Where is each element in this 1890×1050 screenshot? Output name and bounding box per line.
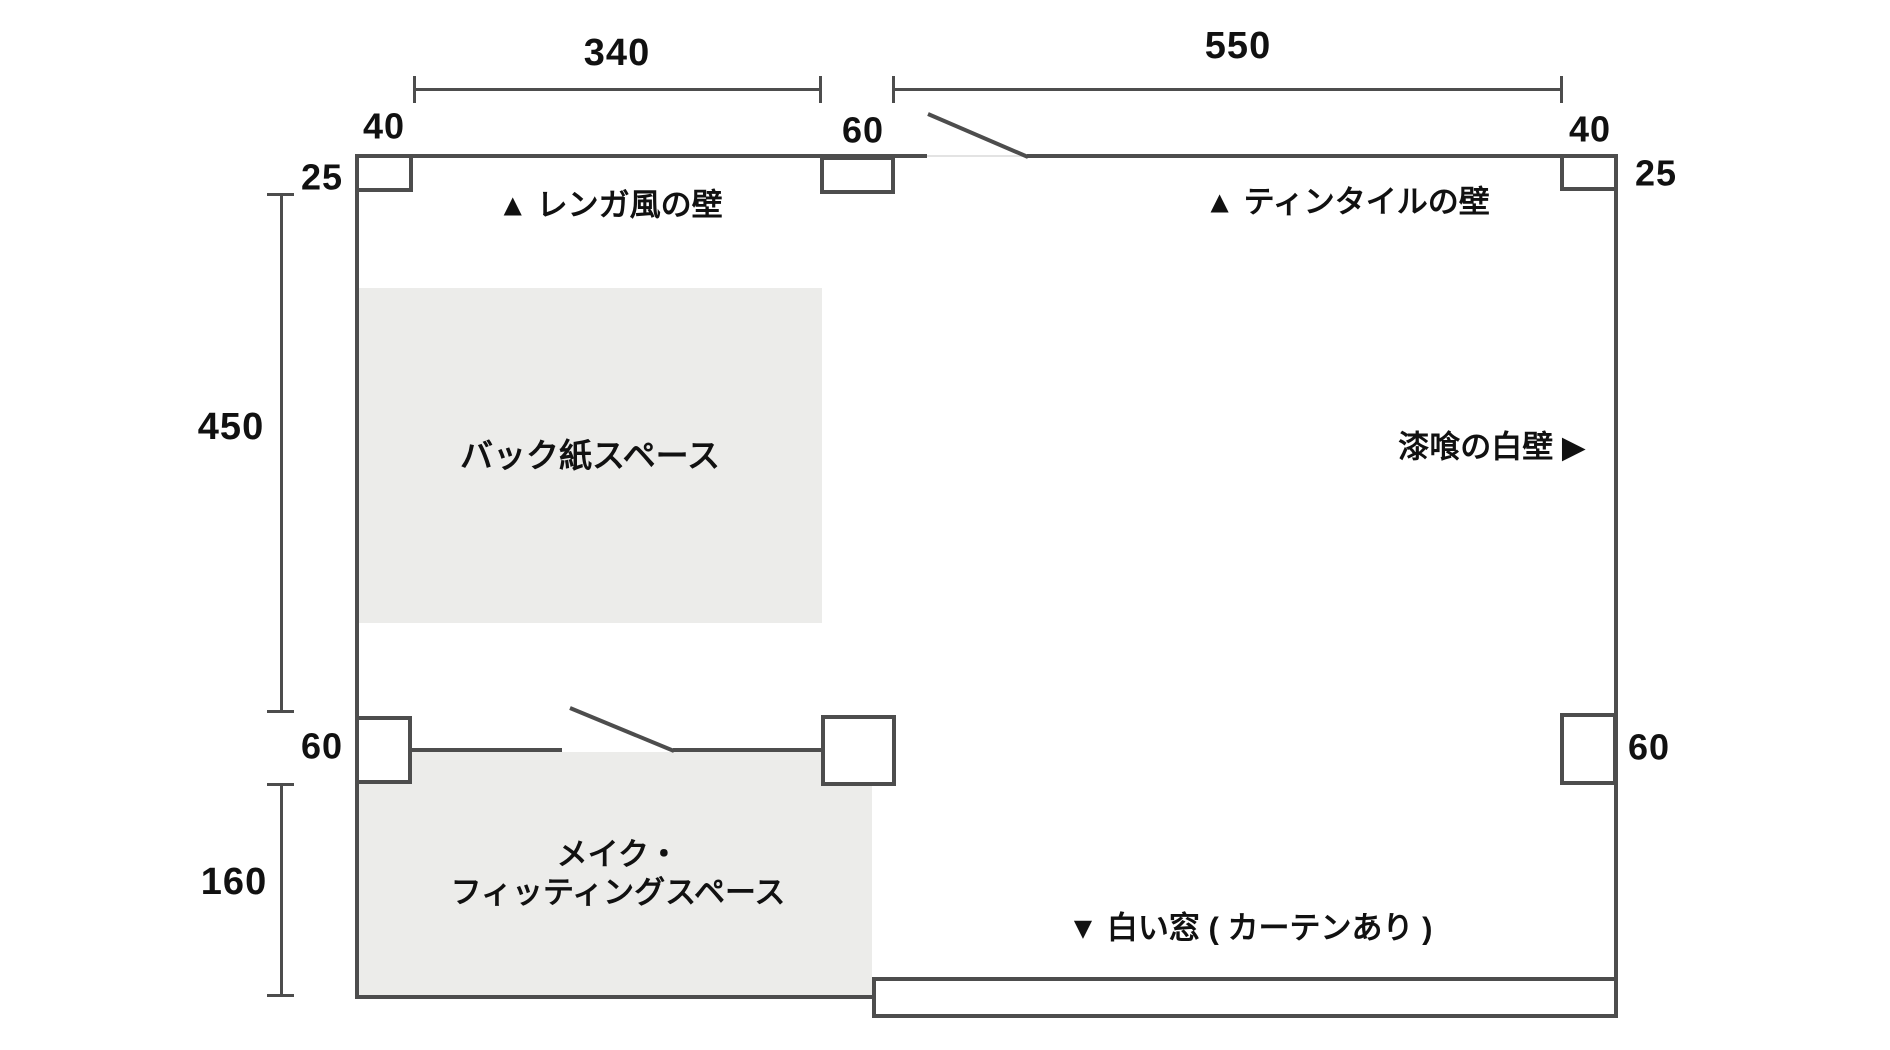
dim-value-top-door: 60 — [841, 109, 885, 151]
pillar-box-top-left — [355, 154, 413, 192]
pillar-box-top-middle — [820, 156, 895, 194]
left-wall — [355, 154, 359, 998]
dim-value-left-upper-height: 450 — [197, 406, 265, 449]
partition-wall-left-segment — [412, 748, 562, 752]
dim-value-top-right-span: 550 — [1204, 25, 1272, 68]
dim-value-right-top-offset: 25 — [1634, 152, 1678, 194]
brick-wall-label: ▲ レンガ風の壁 — [497, 187, 723, 223]
makeup-fitting-label: メイク・ フィッティングスペース — [451, 836, 786, 912]
dim-value-corner-left: 40 — [362, 105, 406, 147]
dim-tick — [413, 76, 416, 103]
dim-line-340 — [413, 88, 822, 91]
dim-value-left-lower-height: 160 — [200, 861, 268, 904]
dim-tick — [267, 193, 294, 196]
partition-wall-right-segment — [673, 748, 823, 752]
dim-value-left-top-offset: 25 — [300, 156, 344, 198]
pillar-box-partition-end — [821, 715, 896, 786]
dim-line-450 — [280, 193, 283, 713]
dim-tick — [267, 994, 294, 997]
dim-value-top-left-span: 340 — [583, 32, 651, 75]
dim-tick — [267, 783, 294, 786]
dim-line-550 — [892, 88, 1563, 91]
dim-tick — [892, 76, 895, 103]
top-door-leaf-icon — [927, 112, 1029, 159]
tin-tile-wall-label: ▲ ティンタイルの壁 — [1204, 184, 1490, 220]
backdrop-paper-area — [358, 288, 822, 623]
dim-tick — [267, 710, 294, 713]
dim-line-160 — [280, 783, 283, 997]
makeup-fitting-label-line1: メイク・ — [556, 837, 680, 872]
pillar-box-left-lower — [355, 716, 412, 784]
dim-tick — [1560, 76, 1563, 103]
dim-tick — [819, 76, 822, 103]
plaster-wall-label: 漆喰の白壁 ▶ — [1398, 429, 1586, 465]
dim-value-left-window: 60 — [300, 725, 344, 767]
right-wall — [1614, 154, 1618, 998]
top-door-opening — [927, 155, 1027, 157]
makeup-fitting-area — [358, 752, 872, 997]
backdrop-paper-label: バック紙スペース — [459, 437, 721, 475]
pillar-box-right-lower — [1560, 713, 1617, 785]
white-window-label: ▼ 白い窓 ( カーテンあり ) — [1067, 910, 1433, 946]
partition-door-leaf-icon — [569, 706, 675, 753]
white-window — [872, 977, 1618, 1018]
dim-value-corner-right: 40 — [1568, 108, 1612, 150]
top-wall-left-segment — [355, 154, 927, 158]
pillar-box-top-right — [1560, 154, 1618, 191]
bottom-wall-left-segment — [355, 995, 875, 999]
makeup-fitting-label-line2: フィッティングスペース — [450, 875, 786, 910]
dim-value-right-window: 60 — [1627, 726, 1671, 768]
top-wall-right-segment — [1027, 154, 1618, 158]
